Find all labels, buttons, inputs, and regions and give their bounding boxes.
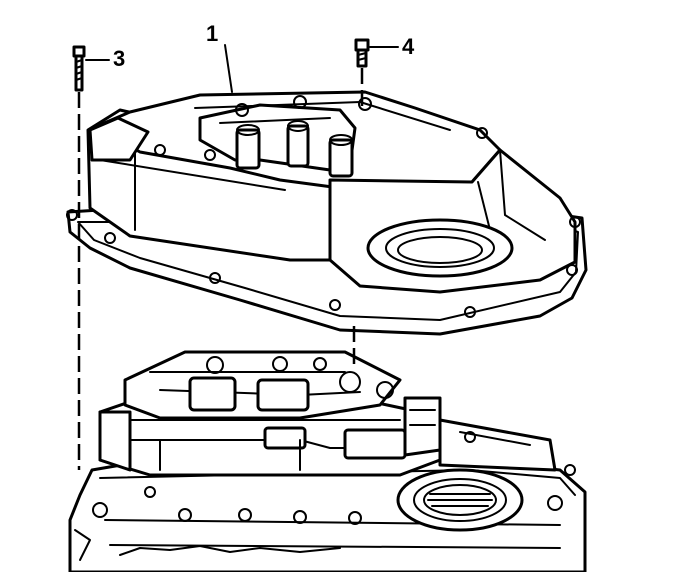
callout-3: 3 xyxy=(113,46,125,71)
cover xyxy=(66,90,588,336)
valve-body xyxy=(98,350,557,477)
leader-line-1 xyxy=(224,44,233,93)
callout-1: 1 xyxy=(206,21,218,46)
accumulator-bore xyxy=(366,218,514,278)
servo-bore xyxy=(396,468,524,532)
callout-4: 4 xyxy=(402,34,415,59)
long-bolt xyxy=(72,45,86,92)
short-bolt xyxy=(354,38,370,68)
